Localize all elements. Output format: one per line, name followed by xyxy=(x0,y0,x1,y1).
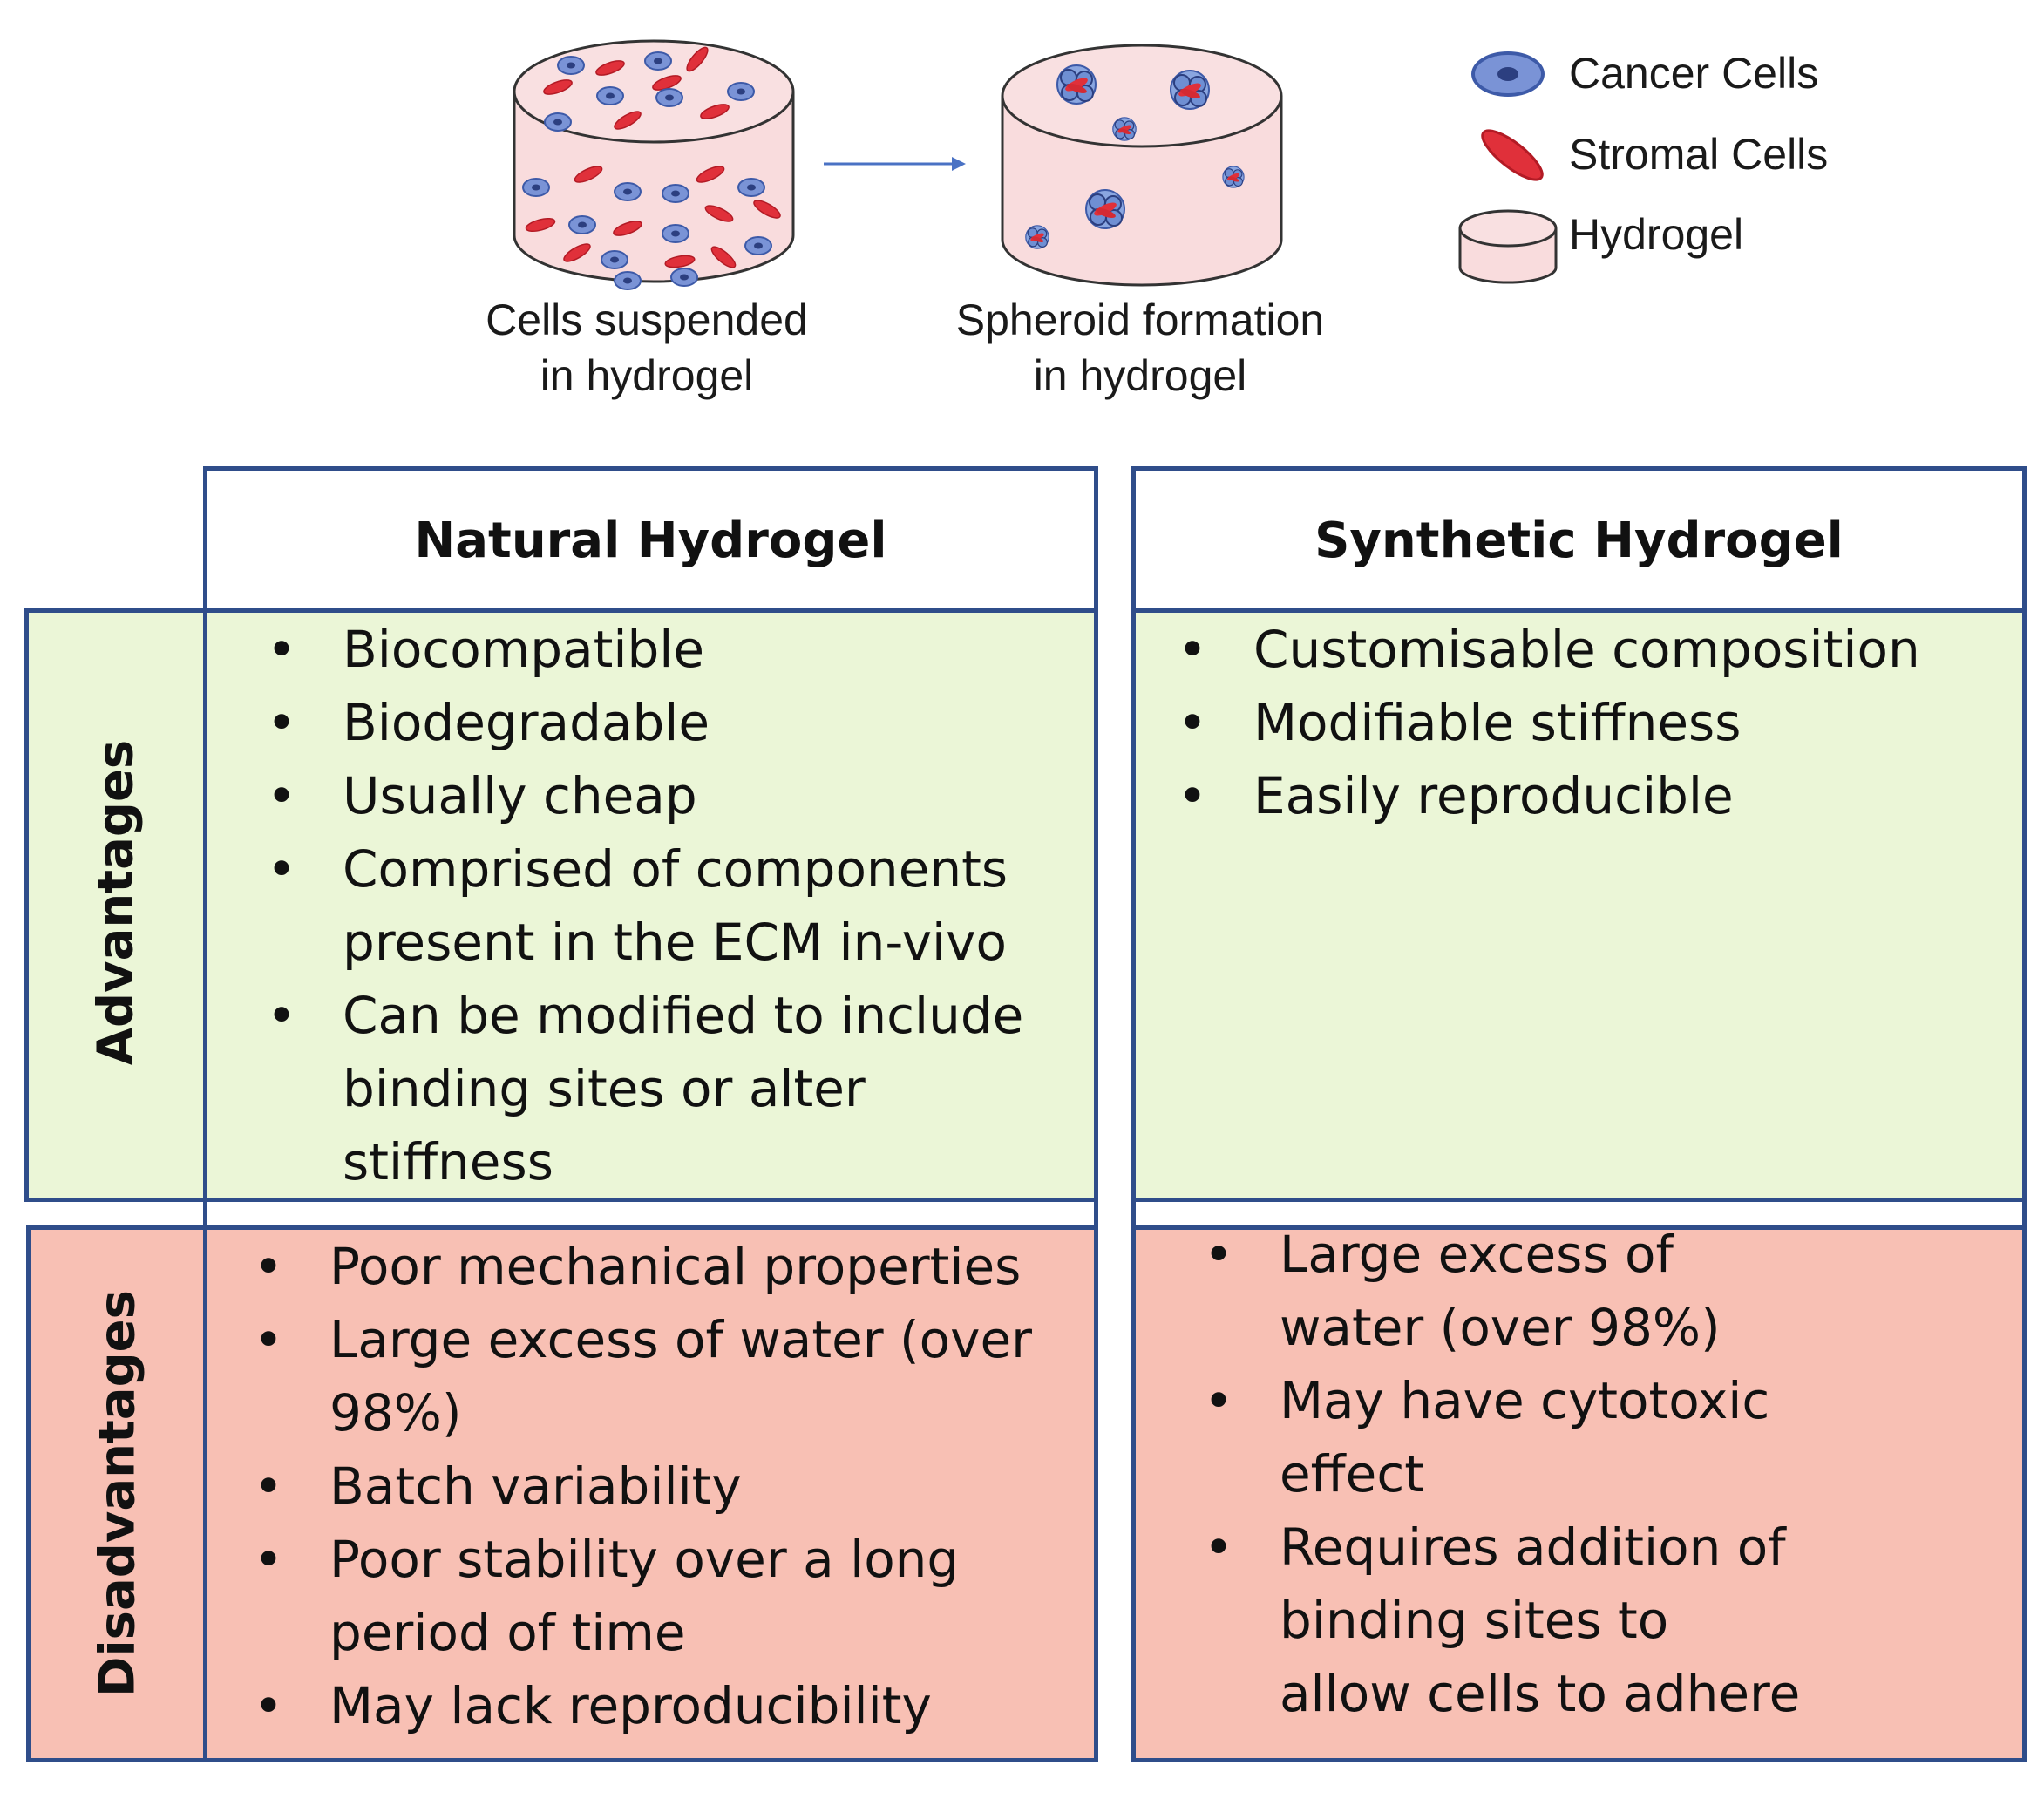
legend-stromal-cells: Stromal Cells xyxy=(1569,130,1829,179)
legend-cancer-cells: Cancer Cells xyxy=(1569,49,1819,98)
cell-synthetic-disadvantages: Large excess of water (over 98%) May hav… xyxy=(1131,1218,2027,1762)
caption-line: in hydrogel xyxy=(540,351,754,400)
list-item: Biodegradable xyxy=(264,686,1075,759)
synthetic-disadvantages-list: Large excess of water (over 98%) May hav… xyxy=(1201,1218,1811,1730)
caption-line: in hydrogel xyxy=(1033,351,1247,400)
list-item: Poor mechanical properties xyxy=(251,1230,1079,1303)
list-item: Poor stability over a long period of tim… xyxy=(251,1523,1079,1669)
row-label-disadvantages: Disadvantages xyxy=(26,1225,207,1762)
divider xyxy=(1131,1202,1136,1230)
caption-line: Spheroid formation xyxy=(955,295,1325,344)
cells-suspended-cylinder xyxy=(513,39,795,290)
row-title: Advantages xyxy=(87,739,145,1066)
arrow-icon xyxy=(824,157,966,171)
spheroid-cylinder xyxy=(1001,44,1283,287)
divider xyxy=(203,1202,207,1230)
list-item: Easily reproducible xyxy=(1175,759,2012,832)
list-item: Usually cheap xyxy=(264,759,1075,832)
divider xyxy=(1094,1202,1098,1230)
list-item: Modifiable stiffness xyxy=(1175,686,2012,759)
list-item: Comprised of components present in the E… xyxy=(264,832,1075,979)
legend-hydrogel: Hydrogel xyxy=(1569,210,1744,259)
column-title: Natural Hydrogel xyxy=(414,513,887,569)
hydrogel-icon xyxy=(1458,209,1558,284)
list-item: Requires addition of binding sites to al… xyxy=(1201,1510,1811,1730)
list-item: Batch variability xyxy=(251,1449,1079,1523)
list-item: Can be modified to include binding sites… xyxy=(264,979,1075,1198)
list-item: Biocompatible xyxy=(264,613,1075,686)
column-title: Synthetic Hydrogel xyxy=(1314,513,1844,569)
list-item: May lack reproducibility xyxy=(251,1669,1079,1742)
header-natural-hydrogel: Natural Hydrogel xyxy=(203,466,1098,613)
cell-natural-disadvantages: Poor mechanical properties Large excess … xyxy=(203,1225,1098,1762)
natural-disadvantages-list: Poor mechanical properties Large excess … xyxy=(251,1230,1079,1742)
caption-spheroid-formation: Spheroid formation in hydrogel xyxy=(913,292,1367,404)
list-item: Large excess of water (over 98%) xyxy=(1201,1218,1811,1364)
hydrogel-illustration xyxy=(513,39,1558,290)
cell-synthetic-advantages: Customisable composition Modifiable stif… xyxy=(1131,608,2027,1202)
cell-natural-advantages: Biocompatible Biodegradable Usually chea… xyxy=(203,608,1098,1202)
caption-cells-suspended: Cells suspended in hydrogel xyxy=(420,292,873,404)
row-title: Disadvantages xyxy=(89,1290,146,1698)
stromal-cell-icon xyxy=(1481,129,1544,181)
cancer-cell-icon xyxy=(1471,51,1545,97)
list-item: May have cytotoxic effect xyxy=(1201,1364,1811,1510)
divider xyxy=(2022,1202,2027,1230)
header-synthetic-hydrogel: Synthetic Hydrogel xyxy=(1131,466,2027,613)
caption-line: Cells suspended xyxy=(486,295,808,344)
natural-advantages-list: Biocompatible Biodegradable Usually chea… xyxy=(264,613,1075,1198)
row-label-advantages: Advantages xyxy=(24,608,207,1202)
list-item: Large excess of water (over 98%) xyxy=(251,1303,1079,1449)
list-item: Customisable composition xyxy=(1175,613,2012,686)
synthetic-advantages-list: Customisable composition Modifiable stif… xyxy=(1175,613,2012,832)
